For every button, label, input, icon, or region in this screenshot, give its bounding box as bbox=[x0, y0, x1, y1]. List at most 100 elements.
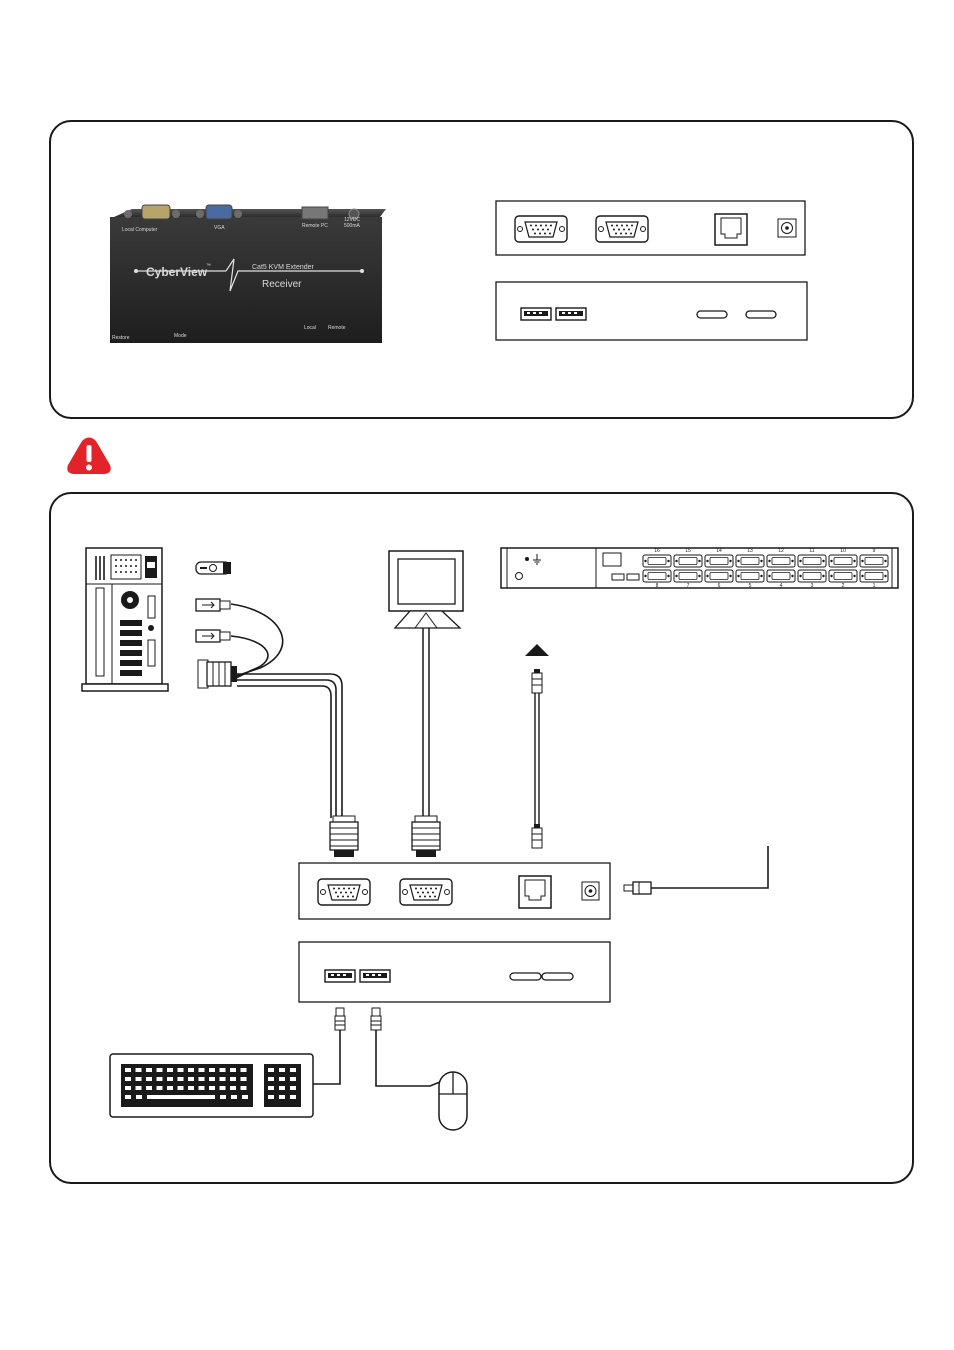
keyboard-key bbox=[125, 1095, 131, 1099]
rack-console-port bbox=[798, 570, 826, 582]
keyboard-key bbox=[157, 1077, 163, 1081]
keyboard-key bbox=[279, 1077, 285, 1081]
keyboard-key bbox=[241, 1068, 247, 1072]
rack-console-port bbox=[705, 570, 733, 582]
keyboard-icon bbox=[110, 1054, 313, 1117]
rack-rj45-port bbox=[603, 553, 621, 566]
rack-console-port bbox=[860, 570, 888, 582]
rack-port-number: 4 bbox=[780, 583, 783, 589]
keyboard-key bbox=[220, 1077, 226, 1081]
led-indicator bbox=[542, 973, 573, 980]
keyboard-key bbox=[167, 1077, 173, 1081]
receiver-front-panel bbox=[299, 942, 610, 1002]
usb-plug-mouse-icon bbox=[371, 1008, 381, 1030]
keyboard-key bbox=[188, 1068, 194, 1072]
rack-console-port bbox=[643, 570, 671, 582]
keyboard-key bbox=[209, 1077, 215, 1081]
vga-cable-monitor bbox=[423, 628, 429, 818]
cat5-cable bbox=[535, 693, 539, 825]
keyboard-key bbox=[125, 1077, 131, 1081]
keyboard-key bbox=[279, 1095, 285, 1099]
keyboard-key bbox=[209, 1086, 215, 1090]
rack-usb-port bbox=[612, 574, 624, 580]
keyboard-key bbox=[220, 1086, 226, 1090]
rack-port-number: 10 bbox=[840, 548, 846, 554]
power-jack bbox=[582, 882, 599, 900]
keyboard-key bbox=[146, 1068, 152, 1072]
rack-port-number: 9 bbox=[873, 548, 876, 554]
keyboard-key bbox=[279, 1086, 285, 1090]
keyboard-cable bbox=[313, 1030, 340, 1084]
monitor-icon bbox=[389, 551, 463, 628]
keyboard-key bbox=[178, 1086, 184, 1090]
power-jack bbox=[778, 219, 796, 237]
keyboard-key bbox=[268, 1068, 274, 1072]
rack-console-port bbox=[767, 555, 795, 567]
ps2-plug-icon bbox=[196, 562, 231, 574]
keyboard-key bbox=[146, 1086, 152, 1090]
power-cable bbox=[651, 846, 768, 888]
keyboard-key bbox=[268, 1095, 274, 1099]
keyboard-key bbox=[178, 1068, 184, 1072]
keyboard-key bbox=[279, 1068, 285, 1072]
rack-console-port bbox=[674, 570, 702, 582]
rack-port-number: 6 bbox=[718, 583, 721, 589]
usb-plug-icon bbox=[196, 599, 230, 611]
rack-port-number: 15 bbox=[685, 548, 691, 554]
keyboard-key bbox=[290, 1068, 296, 1072]
rack-port-number: 1 bbox=[873, 583, 876, 589]
keyboard-key bbox=[209, 1068, 215, 1072]
rack-port-number: 12 bbox=[778, 548, 784, 554]
led-indicator bbox=[510, 973, 541, 980]
rack-port-number: 14 bbox=[716, 548, 722, 554]
arrow-up-icon bbox=[525, 644, 549, 656]
usb-port bbox=[521, 308, 551, 320]
usb-port bbox=[556, 308, 586, 320]
rj45-plug-icon bbox=[532, 669, 542, 693]
rack-port-number: 5 bbox=[749, 583, 752, 589]
keyboard-key bbox=[136, 1095, 142, 1099]
rack-port-number: 8 bbox=[656, 583, 659, 589]
rack-port-number: 2 bbox=[842, 583, 845, 589]
rack-console-port bbox=[643, 555, 671, 567]
keyboard-key bbox=[188, 1086, 194, 1090]
rack-console-port bbox=[829, 555, 857, 567]
rack-port-number: 3 bbox=[811, 583, 814, 589]
keyboard-key bbox=[290, 1077, 296, 1081]
rack-console-port bbox=[798, 555, 826, 567]
mouse-icon bbox=[439, 1072, 467, 1130]
keyboard-key bbox=[241, 1086, 247, 1090]
keyboard-key bbox=[220, 1095, 226, 1099]
rack-console-port bbox=[705, 555, 733, 567]
rack-console-port bbox=[736, 555, 764, 567]
keyboard-key bbox=[157, 1086, 163, 1090]
keyboard-key bbox=[230, 1077, 236, 1081]
vga-plug-pc-icon bbox=[198, 660, 237, 688]
keyboard-key bbox=[241, 1077, 247, 1081]
led-indicator bbox=[697, 311, 727, 318]
vga-port bbox=[596, 216, 648, 242]
keyboard-key bbox=[199, 1077, 205, 1081]
keyboard-key bbox=[136, 1077, 142, 1081]
keyboard-key bbox=[146, 1077, 152, 1081]
rj45-plug-icon bbox=[532, 824, 542, 848]
keyboard-key bbox=[147, 1095, 215, 1099]
keyboard-key bbox=[242, 1095, 248, 1099]
keyboard-key bbox=[230, 1068, 236, 1072]
receiver-front-panel-top bbox=[496, 282, 807, 340]
receiver-rear-panel-top bbox=[496, 201, 805, 255]
keyboard-key bbox=[199, 1068, 205, 1072]
keyboard-key bbox=[268, 1077, 274, 1081]
rack-console-port bbox=[767, 570, 795, 582]
keyboard-key bbox=[188, 1077, 194, 1081]
usb-plug-icon bbox=[196, 630, 230, 642]
rack-console-port bbox=[736, 570, 764, 582]
keyboard-key bbox=[125, 1068, 131, 1072]
rj45-port bbox=[715, 214, 747, 245]
mouse-cable bbox=[376, 1030, 440, 1086]
keyboard-key bbox=[220, 1068, 226, 1072]
usb-port bbox=[360, 970, 390, 982]
dvi-port bbox=[515, 216, 567, 242]
keyboard-key bbox=[230, 1086, 236, 1090]
